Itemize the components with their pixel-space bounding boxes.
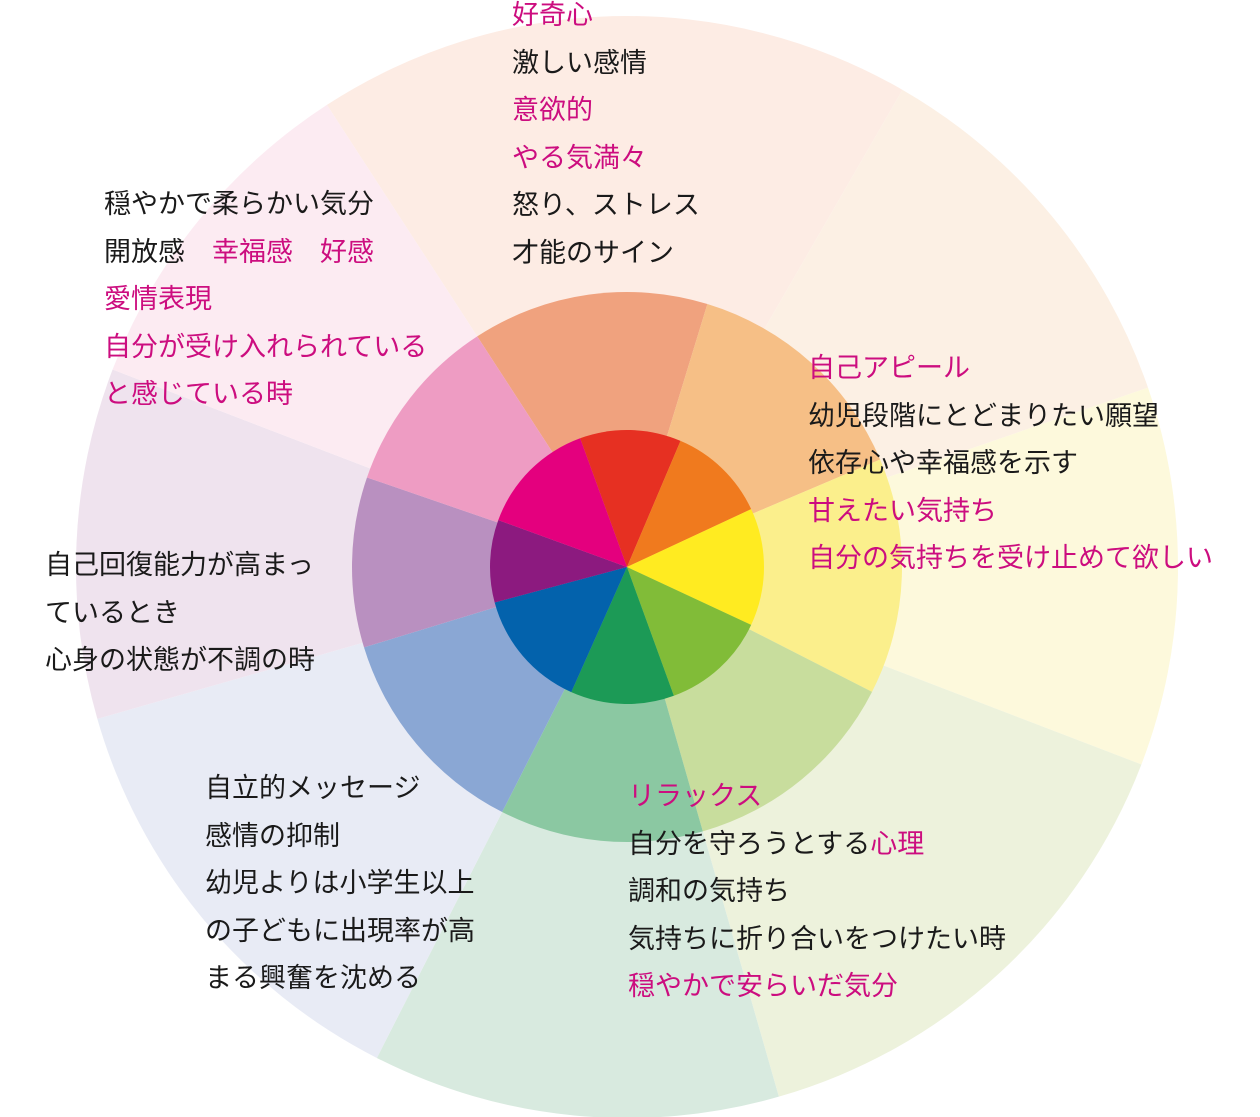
red-text-line: 激しい感情 xyxy=(512,40,700,88)
pink-text-line: 愛情表現 xyxy=(104,276,427,324)
inner-segment-blue xyxy=(494,567,627,693)
inner-ring xyxy=(489,429,764,705)
red-text-line: 意欲的 xyxy=(512,87,700,135)
phrase: 幼児段階にとどまりたい願望 xyxy=(808,400,1159,432)
phrase: ているとき xyxy=(45,597,180,629)
outer-segment-green xyxy=(376,567,779,1117)
yellow-text-line: 甘えたい気持ち xyxy=(808,488,1213,536)
phrase: 激しい感情 xyxy=(512,47,647,79)
highlighted-phrase: 幸福感 好感 xyxy=(212,236,374,268)
middle-ring xyxy=(352,292,903,843)
green-text-line: 気持ちに折り合いをつけたい時 xyxy=(628,916,1006,964)
blue-text-line: 自立的メッセージ xyxy=(205,765,475,813)
inner-segment-red xyxy=(580,429,681,567)
phrase: 気持ちに折り合いをつけたい時 xyxy=(628,923,1006,955)
pink-text-line: と感じている時 xyxy=(104,371,427,419)
inner-segment-green xyxy=(571,567,674,705)
phrase: 穏やかで柔らかい気分 xyxy=(104,189,374,220)
text-block-red: 好奇心激しい感情意欲的やる気満々怒り、ストレス才能のサイン xyxy=(512,0,700,277)
highlighted-phrase: 甘えたい気持ち xyxy=(808,495,997,527)
blue-text-line: 感情の抑制 xyxy=(205,813,475,861)
purple-text-line: 自己回復能力が高まっ xyxy=(45,542,315,590)
highlighted-phrase: 自分が受け入れられている xyxy=(104,331,428,363)
inner-segment-purple xyxy=(489,520,627,603)
pink-text-line: 開放感 幸福感 好感 xyxy=(104,229,427,277)
highlighted-phrase: 愛情表現 xyxy=(104,284,212,315)
outer-segment-purple xyxy=(75,369,628,719)
blue-text-line: 幼児よりは小学生以上 xyxy=(205,860,475,908)
phrase: 依存心や幸福感を示す xyxy=(808,448,1078,479)
highlighted-phrase: 好奇心 xyxy=(512,0,593,31)
green-text-line: リラックス xyxy=(628,773,1006,821)
pink-text-line: 穏やかで柔らかい気分 xyxy=(104,181,427,229)
inner-segment-orange xyxy=(627,440,752,567)
purple-text-line: ているとき xyxy=(45,590,315,638)
red-text-line: 好奇心 xyxy=(512,0,700,40)
phrase: 心身の状態が不調の時 xyxy=(45,645,315,676)
green-text-line: 穏やかで安らいだ気分 xyxy=(628,963,1006,1011)
phrase: 開放感 xyxy=(104,236,212,268)
outer-ring xyxy=(75,15,1178,1117)
text-block-pink: 穏やかで柔らかい気分開放感 幸福感 好感愛情表現自分が受け入れられていると感じて… xyxy=(104,181,427,419)
highlighted-phrase: 自分の気持ちを受け止めて欲しい xyxy=(808,543,1213,574)
text-block-purple: 自己回復能力が高まっているとき心身の状態が不調の時 xyxy=(45,542,315,685)
phrase: 怒り、ストレス xyxy=(512,190,700,221)
yellow-text-line: 幼児段階にとどまりたい願望 xyxy=(808,393,1213,441)
phrase: 調和の気持ち xyxy=(628,876,790,907)
purple-text-line: 心身の状態が不調の時 xyxy=(45,637,315,685)
middle-segment-purple xyxy=(352,477,627,648)
highlighted-phrase: 穏やかで安らいだ気分 xyxy=(628,971,898,1002)
middle-segment-yellow xyxy=(627,459,903,692)
green-text-line: 自分を守ろうとする心理 xyxy=(628,821,1006,869)
text-block-blue: 自立的メッセージ感情の抑制幼児よりは小学生以上の子どもに出現率が高まる興奮を沈め… xyxy=(205,765,475,1003)
highlighted-phrase: リラックス xyxy=(628,781,763,812)
phrase: 幼児よりは小学生以上 xyxy=(205,868,475,899)
phrase: まる興奮を沈める xyxy=(205,963,421,994)
blue-text-line: の子どもに出現率が高 xyxy=(205,908,475,956)
text-block-green: リラックス自分を守ろうとする心理調和の気持ち気持ちに折り合いをつけたい時穏やかで… xyxy=(628,773,1006,1011)
pink-text-line: 自分が受け入れられている xyxy=(104,324,427,372)
red-text-line: やる気満々 xyxy=(512,135,700,183)
middle-segment-green xyxy=(502,567,703,843)
phrase: 自己回復能力が高まっ xyxy=(45,550,314,581)
highlighted-phrase: やる気満々 xyxy=(512,142,647,174)
outer-segment-red xyxy=(326,15,903,567)
phrase: 自分を守ろうとする xyxy=(628,828,871,860)
green-text-line: 調和の気持ち xyxy=(628,868,1006,916)
highlighted-phrase: 意欲的 xyxy=(512,95,593,126)
outer-segment-yellow xyxy=(627,387,1178,765)
inner-segment-yellow-green xyxy=(627,567,752,696)
red-text-line: 怒り、ストレス xyxy=(512,182,700,230)
yellow-text-line: 自分の気持ちを受け止めて欲しい xyxy=(808,535,1213,583)
highlighted-phrase: 心理 xyxy=(870,828,925,860)
inner-segment-yellow xyxy=(627,509,764,625)
phrase: の子どもに出現率が高 xyxy=(205,915,475,947)
phrase: 感情の抑制 xyxy=(205,820,340,852)
phrase: 自立的メッセージ xyxy=(205,773,421,804)
middle-segment-red xyxy=(477,292,708,567)
red-text-line: 才能のサイン xyxy=(512,230,700,278)
inner-segment-pink xyxy=(498,438,627,567)
blue-text-line: まる興奮を沈める xyxy=(205,955,475,1003)
highlighted-phrase: と感じている時 xyxy=(104,379,293,410)
yellow-text-line: 自己アピール xyxy=(808,345,1213,393)
phrase: 才能のサイン xyxy=(512,237,674,269)
yellow-text-line: 依存心や幸福感を示す xyxy=(808,440,1213,488)
highlighted-phrase: 自己アピール xyxy=(808,353,970,384)
text-block-yellow: 自己アピール幼児段階にとどまりたい願望依存心や幸福感を示す甘えたい気持ち自分の気… xyxy=(808,345,1213,583)
